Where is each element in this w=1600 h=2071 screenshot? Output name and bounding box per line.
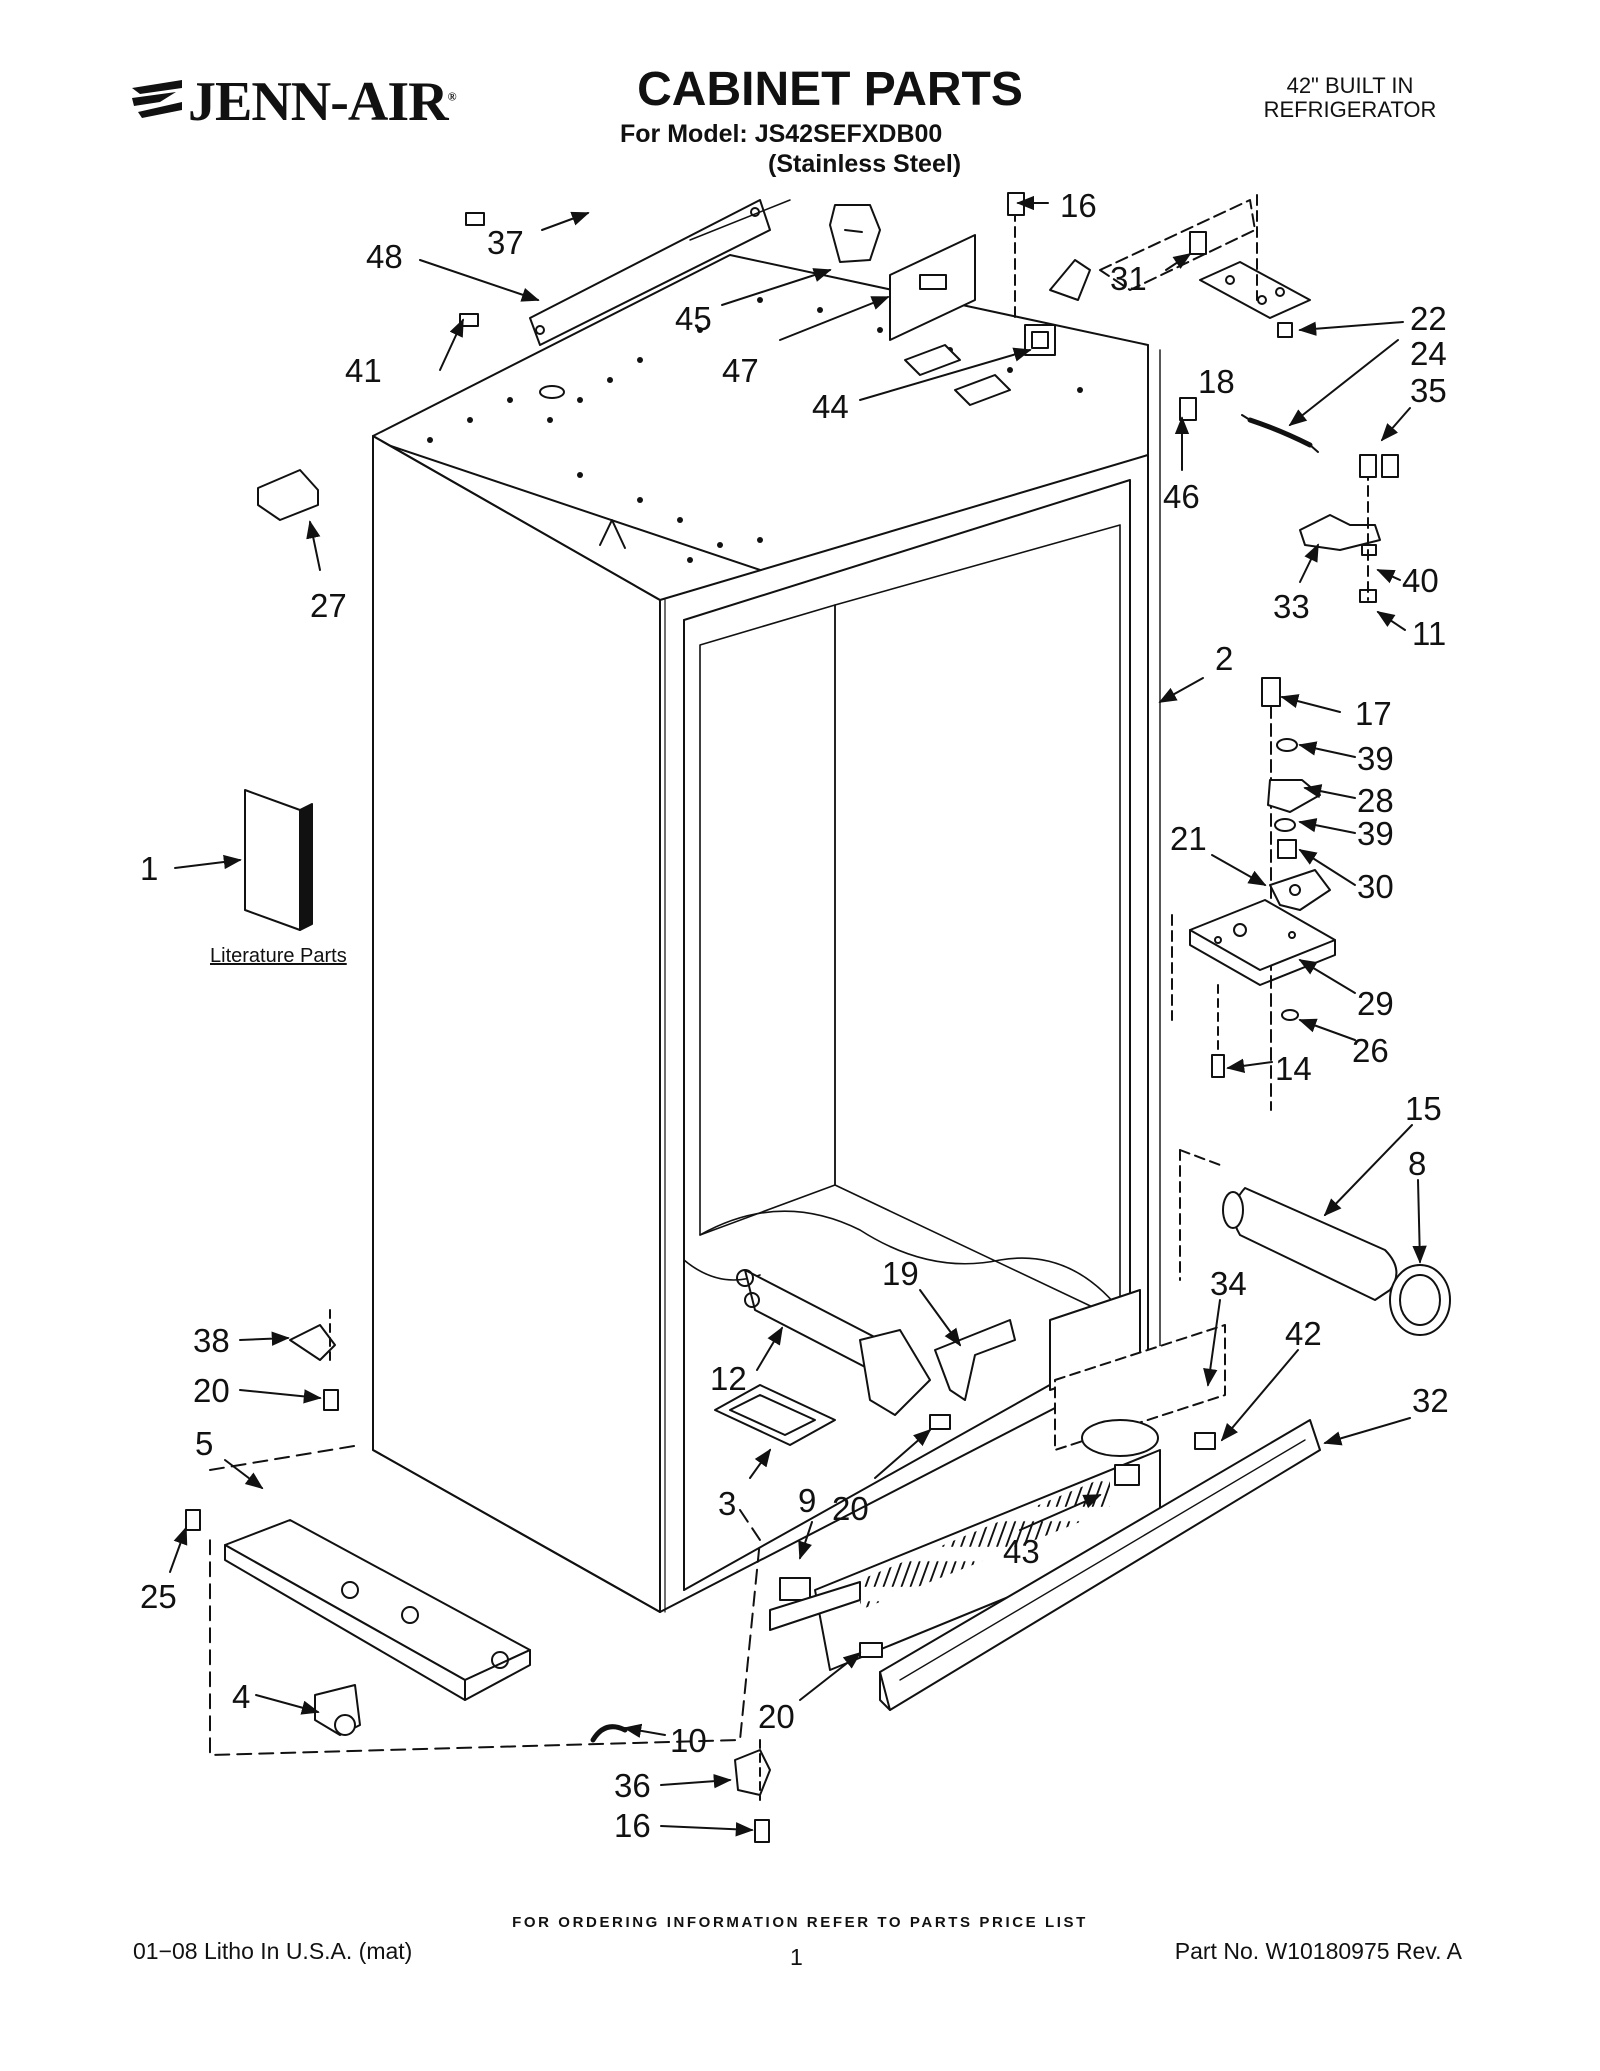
callout-20: 20 (758, 1698, 795, 1735)
callout-20: 20 (193, 1372, 230, 1409)
callout-15: 15 (1405, 1090, 1442, 1127)
callout-29: 29 (1357, 985, 1394, 1022)
literature-booklet-1 (244, 789, 313, 931)
callout-25: 25 (140, 1578, 177, 1615)
callout-12: 12 (710, 1360, 747, 1397)
callout-37: 37 (487, 224, 524, 261)
access-panel-34 (1054, 1324, 1226, 1451)
roller-4 (314, 1684, 361, 1736)
hinge-bracket-29 (1189, 899, 1336, 986)
callout-8: 8 (1408, 1145, 1426, 1182)
bracket-27 (257, 469, 319, 521)
callout-39: 39 (1357, 815, 1394, 852)
literature-parts-label: Literature Parts (210, 945, 347, 967)
toe-grille-vented (814, 1419, 1161, 1671)
callout-20: 20 (832, 1490, 869, 1527)
vent-bracket-47 (889, 234, 976, 341)
callout-46: 46 (1163, 478, 1200, 515)
callout-18: 18 (1198, 363, 1235, 400)
callout-17: 17 (1355, 695, 1392, 732)
callout-14: 14 (1275, 1050, 1312, 1087)
brand-name: JENN-AIR (188, 71, 449, 133)
callout-27: 27 (310, 587, 347, 624)
ordering-note: FOR ORDERING INFORMATION REFER TO PARTS … (512, 1914, 1088, 1931)
top-hinge-18 (1199, 261, 1311, 319)
callout-9: 9 (798, 1482, 816, 1519)
bracket-38 (289, 1324, 336, 1361)
callout-10: 10 (670, 1722, 707, 1759)
callout-38: 38 (193, 1322, 230, 1359)
callout-34: 34 (1210, 1265, 1247, 1302)
model-line: For Model: JS42SEFXDB00 (620, 120, 943, 148)
jenn-air-emblem-icon (132, 80, 182, 118)
page-title: CABINET PARTS (637, 63, 1023, 116)
callout-42: 42 (1285, 1315, 1322, 1352)
callout-48: 48 (366, 238, 403, 275)
callout-47: 47 (722, 352, 759, 389)
callout-2: 2 (1215, 640, 1233, 677)
callout-16: 16 (1060, 187, 1097, 224)
callout-36: 36 (614, 1767, 651, 1804)
product-line-1: 42" BUILT IN (1286, 73, 1414, 98)
product-line-2: REFRIGERATOR (1263, 97, 1437, 122)
water-valve-12 (736, 1269, 931, 1416)
callout-30: 30 (1357, 868, 1394, 905)
callout-33: 33 (1273, 588, 1310, 625)
print-info: 01−08 Litho In U.S.A. (mat) (133, 1938, 413, 1964)
finish-line: (Stainless Steel) (768, 150, 962, 178)
tray-3 (714, 1384, 836, 1446)
callout-31: 31 (1110, 260, 1147, 297)
callout-39: 39 (1357, 740, 1394, 777)
callout-41: 41 (345, 352, 382, 389)
filter-cap-8 (1389, 1264, 1451, 1336)
callout-35: 35 (1410, 372, 1447, 409)
connector-45 (829, 204, 881, 263)
hinge-pin-17 (1261, 677, 1281, 707)
bracket-19 (934, 1319, 1016, 1401)
front-grille-32 (879, 1419, 1321, 1711)
callout-3: 3 (718, 1485, 736, 1522)
part-number: Part No. W10180975 Rev. A (1174, 1938, 1462, 1964)
callout-24: 24 (1410, 335, 1447, 372)
callout-22: 22 (1410, 300, 1447, 337)
callout-44: 44 (812, 388, 849, 425)
callout-1: 1 (140, 850, 158, 887)
top-plate-48 (529, 199, 771, 346)
callout-4: 4 (232, 1678, 250, 1715)
callout-26: 26 (1352, 1032, 1389, 1069)
water-filter-15 (1222, 1187, 1398, 1301)
callout-43: 43 (1003, 1533, 1040, 1570)
callout-40: 40 (1402, 562, 1439, 599)
leader-arrows (169, 195, 1427, 1837)
callout-5: 5 (195, 1425, 213, 1462)
callout-numbers: 16 37 48 45 31 22 24 41 47 18 35 44 46 2… (140, 187, 1449, 1844)
callout-16: 16 (614, 1807, 651, 1844)
callout-11: 11 (1412, 615, 1446, 652)
callout-21: 21 (1170, 820, 1207, 857)
page-number: 1 (790, 1944, 803, 1970)
hinge-plate-21 (1269, 869, 1331, 911)
callout-28: 28 (1357, 782, 1394, 819)
callout-45: 45 (675, 300, 712, 337)
roller-frame-5 (224, 1519, 531, 1701)
callout-19: 19 (882, 1255, 919, 1292)
product-type: 42" BUILT IN REFRIGERATOR (1240, 74, 1460, 122)
callout-32: 32 (1412, 1382, 1449, 1419)
